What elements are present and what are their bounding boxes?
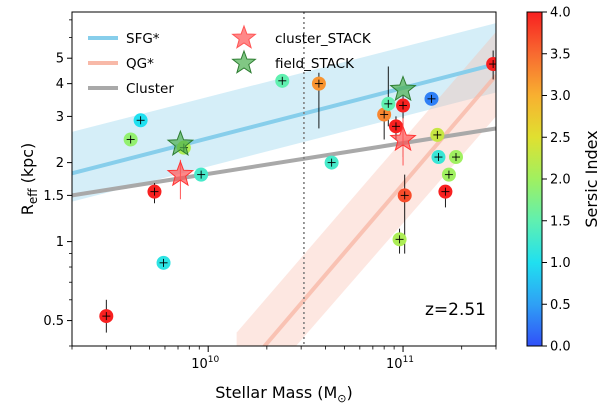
legend-cluster-stack-label: cluster_STACK <box>275 31 372 47</box>
colorbar-ticks: 0.0 0.5 1.0 1.5 2.0 2.5 3.0 3.5 4.0 <box>542 6 571 355</box>
x-axis-ticks: 1010 1011 <box>71 346 497 372</box>
band-qg <box>236 31 496 346</box>
legend: SFG* QG* Cluster cluster_STACK field_STA… <box>88 24 372 97</box>
legend-field-stack-label: field_STACK <box>275 56 355 72</box>
x-tick-label: 1010 <box>191 355 219 372</box>
colorbar-tick-label: 3.0 <box>550 89 571 104</box>
relation-lines <box>72 62 496 346</box>
y-tick-label: 2 <box>56 156 64 171</box>
stack-markers <box>166 75 417 200</box>
band-sfg <box>72 23 496 202</box>
relation-line-sfg <box>72 62 496 176</box>
stack-star-cluster-stack <box>166 160 195 187</box>
relation-bands <box>72 23 496 346</box>
relation-line-cluster <box>72 126 496 198</box>
colorbar-tick-label: 1.0 <box>550 256 571 271</box>
y-tick-label: 3 <box>56 110 64 125</box>
legend-field-stack-star <box>231 49 257 74</box>
redshift-annotation: z=2.51 <box>425 300 486 320</box>
colorbar-gradient <box>526 11 543 347</box>
colorbar-tick-label: 2.5 <box>550 131 571 146</box>
y-tick-label: 4 <box>56 77 64 92</box>
colorbar-tick-label: 1.5 <box>550 214 571 229</box>
y-tick-label: 1 <box>56 235 64 250</box>
legend-cluster-stack-star <box>231 24 257 49</box>
y-tick-label: 0.5 <box>43 314 64 329</box>
y-tick-label: 5 <box>56 52 64 67</box>
stack-star-field-stack <box>166 129 195 156</box>
legend-qg-label: QG* <box>126 56 154 72</box>
relation-line-qg <box>262 74 496 346</box>
colorbar-tick-label: 2.0 <box>550 173 571 188</box>
stack-star-field-stack <box>389 75 417 102</box>
legend-sfg-label: SFG* <box>126 31 160 47</box>
legend-cluster-label: Cluster <box>126 81 174 97</box>
x-axis-title: Stellar Mass (M⊙) <box>215 383 353 405</box>
colorbar-tick-label: 0.0 <box>550 340 571 355</box>
colorbar-title: Sersic Index <box>582 130 601 227</box>
plot-area <box>72 12 496 346</box>
colorbar-tick-label: 0.5 <box>550 298 571 313</box>
colorbar-tick-label: 4.0 <box>550 6 571 21</box>
x-tick-label: 1011 <box>386 355 414 372</box>
y-axis-title: Reff (kpc) <box>18 143 40 216</box>
stack-star-cluster-stack <box>389 125 417 152</box>
y-tick-label: 1.5 <box>43 189 64 204</box>
colorbar-tick-label: 3.5 <box>550 47 571 62</box>
y-axis-ticks: 0.5 1 1.5 2 3 4 5 <box>43 19 72 347</box>
data-points <box>99 57 496 324</box>
plot-frame <box>71 11 497 347</box>
colorbar: 0.0 0.5 1.0 1.5 2.0 2.5 3.0 3.5 4.0 Sersic Index <box>526 6 601 355</box>
